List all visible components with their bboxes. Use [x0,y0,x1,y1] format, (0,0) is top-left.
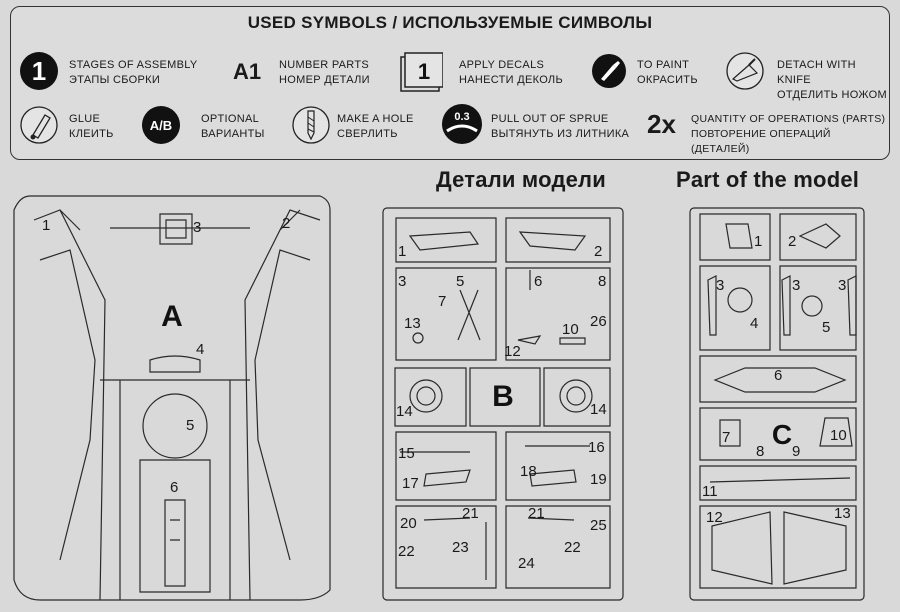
heading-en: Part of the model [676,167,860,192]
part-number: 5 [822,319,830,336]
legend-title: USED SYMBOLS / ИСПОЛЬЗУЕМЫЕ СИМВОЛЫ [247,13,653,32]
part-number: 12 [706,509,723,526]
part-number: 14 [590,401,607,418]
part-number: 7 [438,293,446,310]
part-number: 18 [520,463,537,480]
part-number: 6 [774,367,782,384]
part-number: 7 [722,429,730,446]
optional-ab-icon: A/B [142,106,180,144]
repeat-glyph: 2x [647,109,676,139]
part-number: 3 [792,277,800,294]
part-number: 21 [528,505,545,522]
part-number: 8 [756,443,764,460]
symbols-legend: USED SYMBOLS / ИСПОЛЬЗУЕМЫЕ СИМВОЛЫ 1 ST… [10,6,890,160]
sprue-c-label: C [772,419,792,450]
part-number: 3 [838,277,846,294]
part-number: 2 [594,243,602,260]
part-number: 12 [504,343,521,360]
part-number: 8 [598,273,606,290]
part-number: 1 [42,217,50,234]
sprue-b [382,207,624,601]
svg-text:1: 1 [418,59,430,84]
part-number: 6 [170,479,178,496]
part-number: 22 [398,543,415,560]
svg-text:1: 1 [32,56,46,86]
part-number: 1 [398,243,406,260]
heading-ru: Детали модели [436,167,606,192]
part-number: 10 [562,321,579,338]
part-number: 14 [396,403,413,420]
part-number: 9 [792,443,800,460]
part-number: 26 [590,313,607,330]
svg-text:0.3: 0.3 [454,111,469,123]
part-number: 6 [534,273,542,290]
part-number: 1 [754,233,762,250]
part-number: 3 [398,273,406,290]
svg-text:A/B: A/B [150,118,172,133]
part-number: 2 [282,215,290,232]
part-number: 3 [716,277,724,294]
part-number: 4 [750,315,758,332]
sprue-c [689,207,865,601]
part-number: 20 [400,515,417,532]
part-number: 25 [590,517,607,534]
glue-tube-icon [20,106,58,144]
stage-circle-icon: 1 [20,52,58,90]
sprue-b-label: B [492,380,514,413]
repeat-label: QUANTITY OF OPERATIONS (PARTS)ПОВТОРЕНИЕ… [691,113,886,155]
stretch-sprue-icon: 0.3 [442,104,482,144]
part-number: 23 [452,539,469,556]
drill-icon [292,106,330,144]
part-number: 24 [518,555,535,572]
part-number: 5 [186,417,194,434]
sprue-a [13,195,331,601]
part-number: 15 [398,445,415,462]
part-number: 11 [702,483,718,500]
sprue-a-label: A [161,300,183,333]
part-number: 16 [588,439,605,456]
paintbrush-icon [592,54,626,88]
part-number: 19 [590,471,607,488]
part-number: 10 [830,427,847,444]
part-number: 2 [788,233,796,250]
part-number: 22 [564,539,581,556]
part-number: 5 [456,273,464,290]
part-number: 21 [462,505,479,522]
number-parts-glyph: A1 [233,59,262,84]
part-number: 17 [402,475,419,492]
part-number: 13 [834,505,851,522]
part-number: 4 [196,341,204,358]
knife-icon [726,52,764,90]
part-number: 3 [193,219,201,236]
decal-box-icon: 1 [400,52,443,92]
part-number: 13 [404,315,421,332]
